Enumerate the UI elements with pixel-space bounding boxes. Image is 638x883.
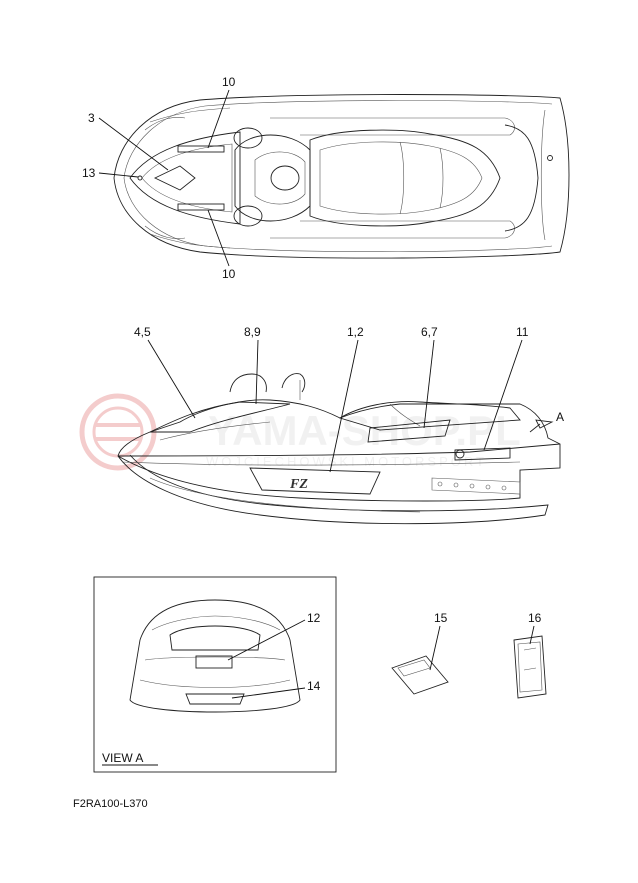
side-vent-holes <box>437 481 507 491</box>
callout-13: 13 <box>82 166 96 180</box>
watermark-tagline: WOJCIECHOWSKI MOTORSPORT <box>206 454 487 469</box>
svg-text:FZ: FZ <box>289 477 308 492</box>
part-16-card: 16 <box>513 611 547 699</box>
callout-11: 11 <box>516 325 529 339</box>
top-view-watercraft <box>113 94 570 259</box>
callout-6-7: 6,7 <box>421 325 438 339</box>
view-a-panel: VIEW A 12 14 <box>93 576 337 773</box>
view-a-title: VIEW A <box>102 751 143 765</box>
top-view-callouts: 10 3 13 10 <box>82 75 236 281</box>
side-view-watercraft: FZ <box>117 373 561 525</box>
callout-14: 14 <box>307 679 321 693</box>
callout-3: 3 <box>88 111 95 125</box>
callout-15: 15 <box>434 611 448 625</box>
callout-4-5: 4,5 <box>134 325 151 339</box>
callout-16: 16 <box>528 611 542 625</box>
part-15-pouch: 15 <box>391 611 449 695</box>
callout-8-9: 8,9 <box>244 325 261 339</box>
callout-10-top: 10 <box>222 75 236 89</box>
callout-10-bottom: 10 <box>222 267 236 281</box>
side-view-callouts: 4,5 8,9 1,2 6,7 11 A <box>134 325 564 473</box>
drawing-code: F2RA100-L370 <box>73 798 148 810</box>
watermark-brand: YAMA-SHOP.PL <box>208 407 521 454</box>
view-arrow-icon <box>529 419 554 433</box>
callout-1-2: 1,2 <box>347 325 364 339</box>
view-arrow-label-a: A <box>556 410 564 424</box>
callout-12: 12 <box>307 611 321 625</box>
